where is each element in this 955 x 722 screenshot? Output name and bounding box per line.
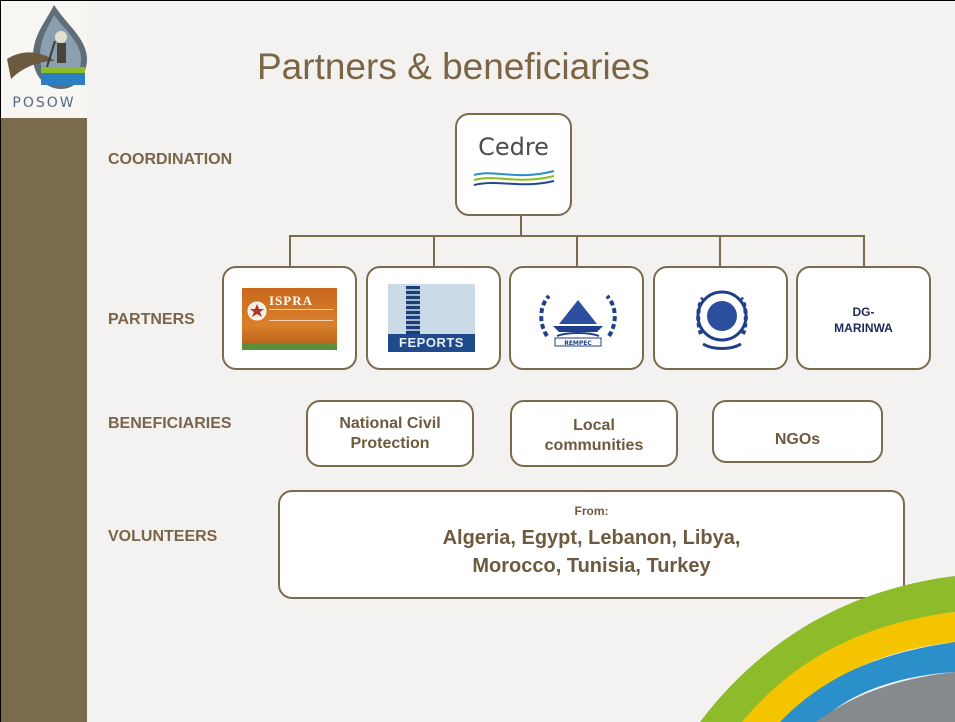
- posow-logo: POSOW: [1, 1, 87, 118]
- rempec-emblem-icon: REMPEC: [539, 294, 617, 347]
- posow-drop-icon: [7, 5, 87, 89]
- volunteers-box: From: Algeria, Egypt, Lebanon, Libya, Mo…: [278, 490, 905, 599]
- lighthouse-icon: [406, 286, 420, 346]
- italian-emblem-icon: [247, 301, 267, 321]
- sidebar-band: [0, 0, 87, 722]
- rempec-logo-text: REMPEC: [564, 340, 592, 347]
- ispra-logo: ISPRA: [242, 288, 337, 350]
- posow-logo-text: POSOW: [12, 95, 76, 111]
- civil-protection-line2: Protection: [350, 435, 430, 452]
- local-communities-line1: Local: [573, 417, 615, 434]
- frame-left-border: [0, 0, 1, 722]
- dg-marinwa-line2: MARINWA: [834, 321, 893, 335]
- beneficiary-ngos-box: NGOs: [712, 400, 883, 463]
- cedre-logo-text: Cedre: [478, 133, 549, 161]
- row-label-volunteers: VOLUNTEERS: [108, 528, 218, 545]
- cedre-box: Cedre: [455, 113, 572, 216]
- local-communities-label: Local communities: [512, 416, 676, 456]
- row-label-beneficiaries: BENEFICIARIES: [108, 415, 232, 432]
- beneficiary-civil-protection-box: National Civil Protection: [306, 400, 474, 467]
- civil-protection-line1: National Civil: [339, 415, 441, 432]
- row-label-partners: PARTNERS: [108, 311, 195, 328]
- ispra-subtitle-lines: [269, 309, 333, 321]
- ngos-label: NGOs: [774, 431, 821, 448]
- volunteers-countries-line1: Algeria, Egypt, Lebanon, Libya,: [442, 527, 741, 549]
- ispra-logo-text: ISPRA: [269, 293, 314, 308]
- local-communities-line2: communities: [544, 437, 644, 454]
- cedre-wave-icon: [473, 170, 555, 186]
- connector-drop-feports: [433, 235, 435, 267]
- arab-league-emblem-icon: [696, 290, 748, 350]
- partner-arab-league-box: [653, 266, 788, 370]
- dg-marinwa-label: DG- MARINWA: [798, 304, 929, 336]
- connector-drop-arab-league: [719, 235, 721, 267]
- partner-ispra-box: ISPRA: [222, 266, 357, 370]
- frame-top-border: [0, 0, 955, 1]
- civil-protection-label: National Civil Protection: [308, 414, 472, 454]
- volunteers-countries-line2: Morocco, Tunisia, Turkey: [472, 555, 711, 577]
- connector-trunk: [520, 216, 522, 236]
- connector-drop-ispra: [289, 235, 291, 267]
- volunteers-countries: Algeria, Egypt, Lebanon, Libya, Morocco,…: [280, 524, 903, 580]
- partner-rempec-box: REMPEC: [509, 266, 644, 370]
- row-label-coordination: COORDINATION: [108, 151, 233, 168]
- feports-logo: FEPORTS: [388, 284, 475, 352]
- partner-dg-marinwa-box: DG- MARINWA: [796, 266, 931, 370]
- ispra-green-band: [242, 344, 337, 350]
- slide-title: Partners & beneficiaries: [257, 46, 650, 87]
- decorative-swoosh: [700, 576, 955, 722]
- feports-logo-text: FEPORTS: [388, 334, 475, 352]
- connector-drop-rempec: [576, 235, 578, 267]
- dg-marinwa-line1: DG-: [852, 305, 875, 319]
- connector-drop-dg-marinwa: [863, 235, 865, 267]
- volunteers-from-label: From:: [574, 504, 609, 518]
- partner-feports-box: FEPORTS: [366, 266, 501, 370]
- beneficiary-local-communities-box: Local communities: [510, 400, 678, 467]
